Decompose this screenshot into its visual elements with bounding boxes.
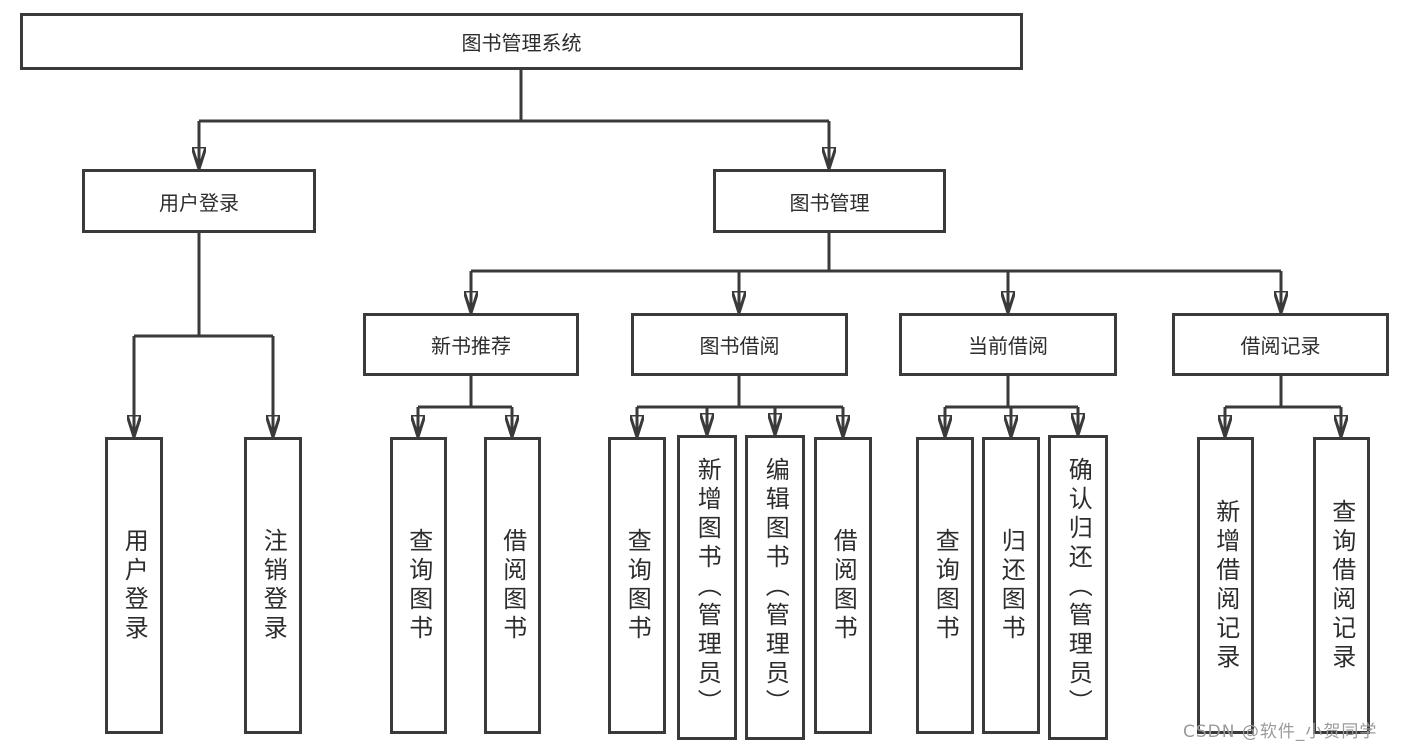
node-root: 图书管理系统 (20, 13, 1023, 70)
leaf-user-login: 用户登录 (105, 437, 163, 734)
node-book-borrowing: 图书借阅 (631, 313, 848, 376)
leaf-nbr-query-books: 查询图书 (390, 437, 447, 734)
leaf-br-add-record: 新增借阅记录 (1197, 437, 1254, 734)
node-book-management: 图书管理 (713, 169, 946, 233)
leaf-bb-query-books-label: 查询图书 (623, 527, 652, 644)
leaf-cb-query-books: 查询图书 (916, 437, 974, 734)
leaf-bb-borrow-books-label: 借阅图书 (829, 527, 858, 644)
leaf-logout-label: 注销登录 (259, 527, 288, 644)
node-user-login: 用户登录 (82, 169, 316, 233)
leaf-bb-add-books-admin: 新增图书（管理员） (677, 435, 737, 740)
leaf-bb-query-books: 查询图书 (608, 437, 666, 734)
leaf-nbr-query-books-label: 查询图书 (404, 527, 433, 644)
leaf-br-add-record-label: 新增借阅记录 (1211, 498, 1240, 673)
leaf-cb-return-books: 归还图书 (982, 437, 1040, 734)
leaf-bb-borrow-books: 借阅图书 (814, 437, 872, 734)
connector-book-management-rail (471, 233, 1281, 273)
node-new-book-recommend: 新书推荐 (363, 313, 579, 376)
node-current-borrowing: 当前借阅 (899, 313, 1117, 376)
leaf-bb-edit-books-admin-label: 编辑图书（管理员） (761, 457, 790, 718)
leaf-nbr-borrow-books: 借阅图书 (484, 437, 541, 734)
leaf-nbr-borrow-books-label: 借阅图书 (498, 527, 527, 644)
leaf-user-login-label: 用户登录 (120, 527, 149, 644)
connector-borrowing-records-rail (1225, 376, 1341, 409)
connector-root-rail (199, 70, 829, 123)
leaf-logout: 注销登录 (244, 437, 302, 734)
connector-new-book-recommend-rail (418, 376, 512, 409)
leaf-cb-confirm-return-admin: 确认归还（管理员） (1048, 435, 1108, 740)
connector-user-login-rail (134, 233, 273, 338)
leaf-cb-return-books-label: 归还图书 (997, 527, 1026, 644)
connector-current-borrowing-rail (945, 376, 1078, 409)
node-borrowing-records: 借阅记录 (1172, 313, 1389, 376)
leaf-br-query-record: 查询借阅记录 (1313, 437, 1370, 734)
connector-book-borrowing-rail (637, 376, 843, 409)
leaf-bb-edit-books-admin: 编辑图书（管理员） (745, 435, 805, 740)
leaf-cb-query-books-label: 查询图书 (931, 527, 960, 644)
leaf-br-query-record-label: 查询借阅记录 (1327, 498, 1356, 673)
leaf-bb-add-books-admin-label: 新增图书（管理员） (693, 457, 722, 718)
csdn-watermark: CSDN @软件_小贺同学 (1183, 722, 1378, 742)
leaf-cb-confirm-return-admin-label: 确认归还（管理员） (1064, 457, 1093, 718)
